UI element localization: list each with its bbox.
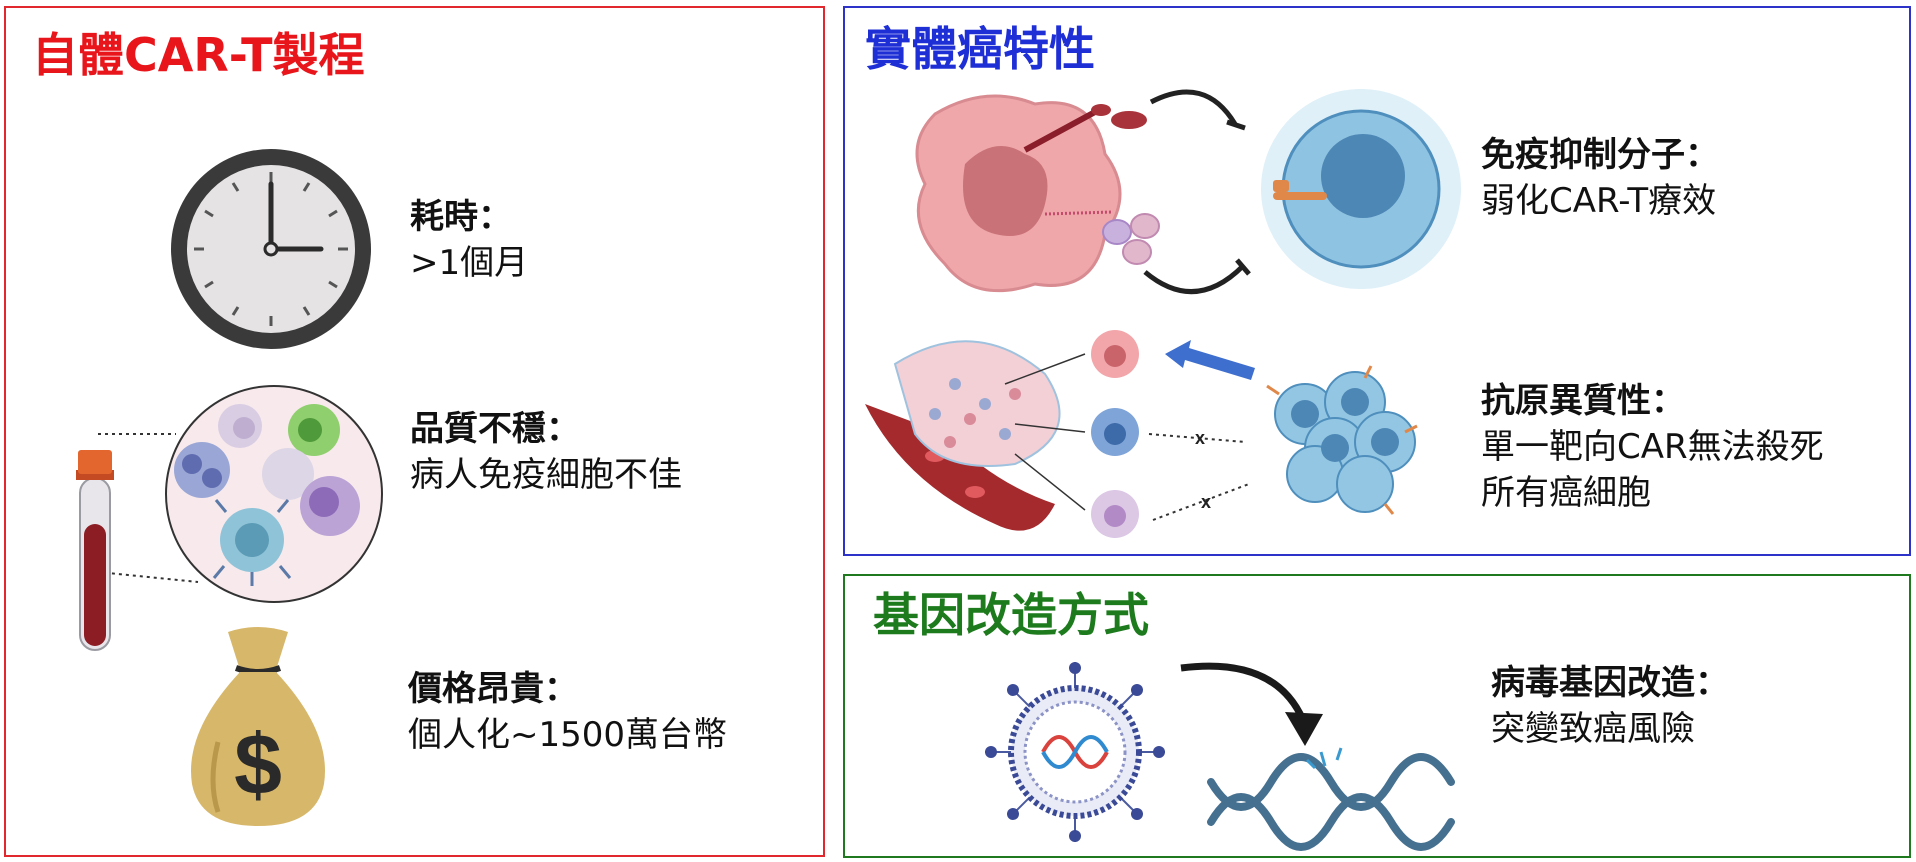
svg-text:x: x xyxy=(1195,428,1205,448)
time-cost-item: 耗時： >1個月 xyxy=(410,194,528,286)
car-t-process-panel: 自體CAR-T製程 耗時： >1個月 xyxy=(4,6,825,857)
svg-text:$: $ xyxy=(234,717,282,813)
item-desc: 單一靶向CAR無法殺死 xyxy=(1481,427,1824,467)
item-label: 品質不穩： xyxy=(410,409,580,449)
item-desc: 病人免疫細胞不佳 xyxy=(410,455,682,495)
quality-item: 品質不穩： 病人免疫細胞不佳 xyxy=(410,406,682,498)
item-desc: 個人化~1500萬台幣 xyxy=(408,715,728,755)
viral-gene-item: 病毒基因改造： 突變致癌風險 xyxy=(1491,660,1729,752)
item-label: 耗時： xyxy=(410,197,512,237)
item-desc-line2: 所有癌細胞 xyxy=(1481,473,1651,513)
immune-suppression-item: 免疫抑制分子： 弱化CAR-T療效 xyxy=(1481,132,1719,224)
item-label: 抗原異質性： xyxy=(1481,381,1685,421)
immune-cells-icon xyxy=(76,385,383,651)
item-label: 病毒基因改造： xyxy=(1491,663,1729,703)
panel-title: 實體癌特性 xyxy=(865,22,1095,76)
money-bag-icon: $ xyxy=(191,627,325,826)
item-desc: 突變致癌風險 xyxy=(1491,709,1695,749)
panel-title: 自體CAR-T製程 xyxy=(32,28,365,82)
t-cell-icon xyxy=(1261,89,1461,289)
panel-title: 基因改造方式 xyxy=(873,588,1149,642)
item-label: 價格昂貴： xyxy=(408,669,578,709)
solid-tumor-panel: 實體癌特性 免疫抑制分子： 弱化CAR-T療效 xyxy=(843,6,1911,556)
item-desc: >1個月 xyxy=(410,243,529,283)
antigen-heterogeneity-icon: x x xyxy=(865,330,1418,538)
virus-dna-icon xyxy=(985,662,1455,851)
immune-suppression-icon xyxy=(915,89,1251,294)
svg-text:x: x xyxy=(1201,492,1211,512)
antigen-heterogeneity-item: 抗原異質性： 單一靶向CAR無法殺死 所有癌細胞 xyxy=(1481,378,1824,516)
clock-icon xyxy=(171,149,371,349)
price-item: 價格昂貴： 個人化~1500萬台幣 xyxy=(408,666,727,758)
item-label: 免疫抑制分子： xyxy=(1481,135,1719,175)
gene-modification-panel: 基因改造方式 病毒基因改造： 突變致癌風險 xyxy=(843,574,1911,858)
item-desc: 弱化CAR-T療效 xyxy=(1481,181,1717,221)
